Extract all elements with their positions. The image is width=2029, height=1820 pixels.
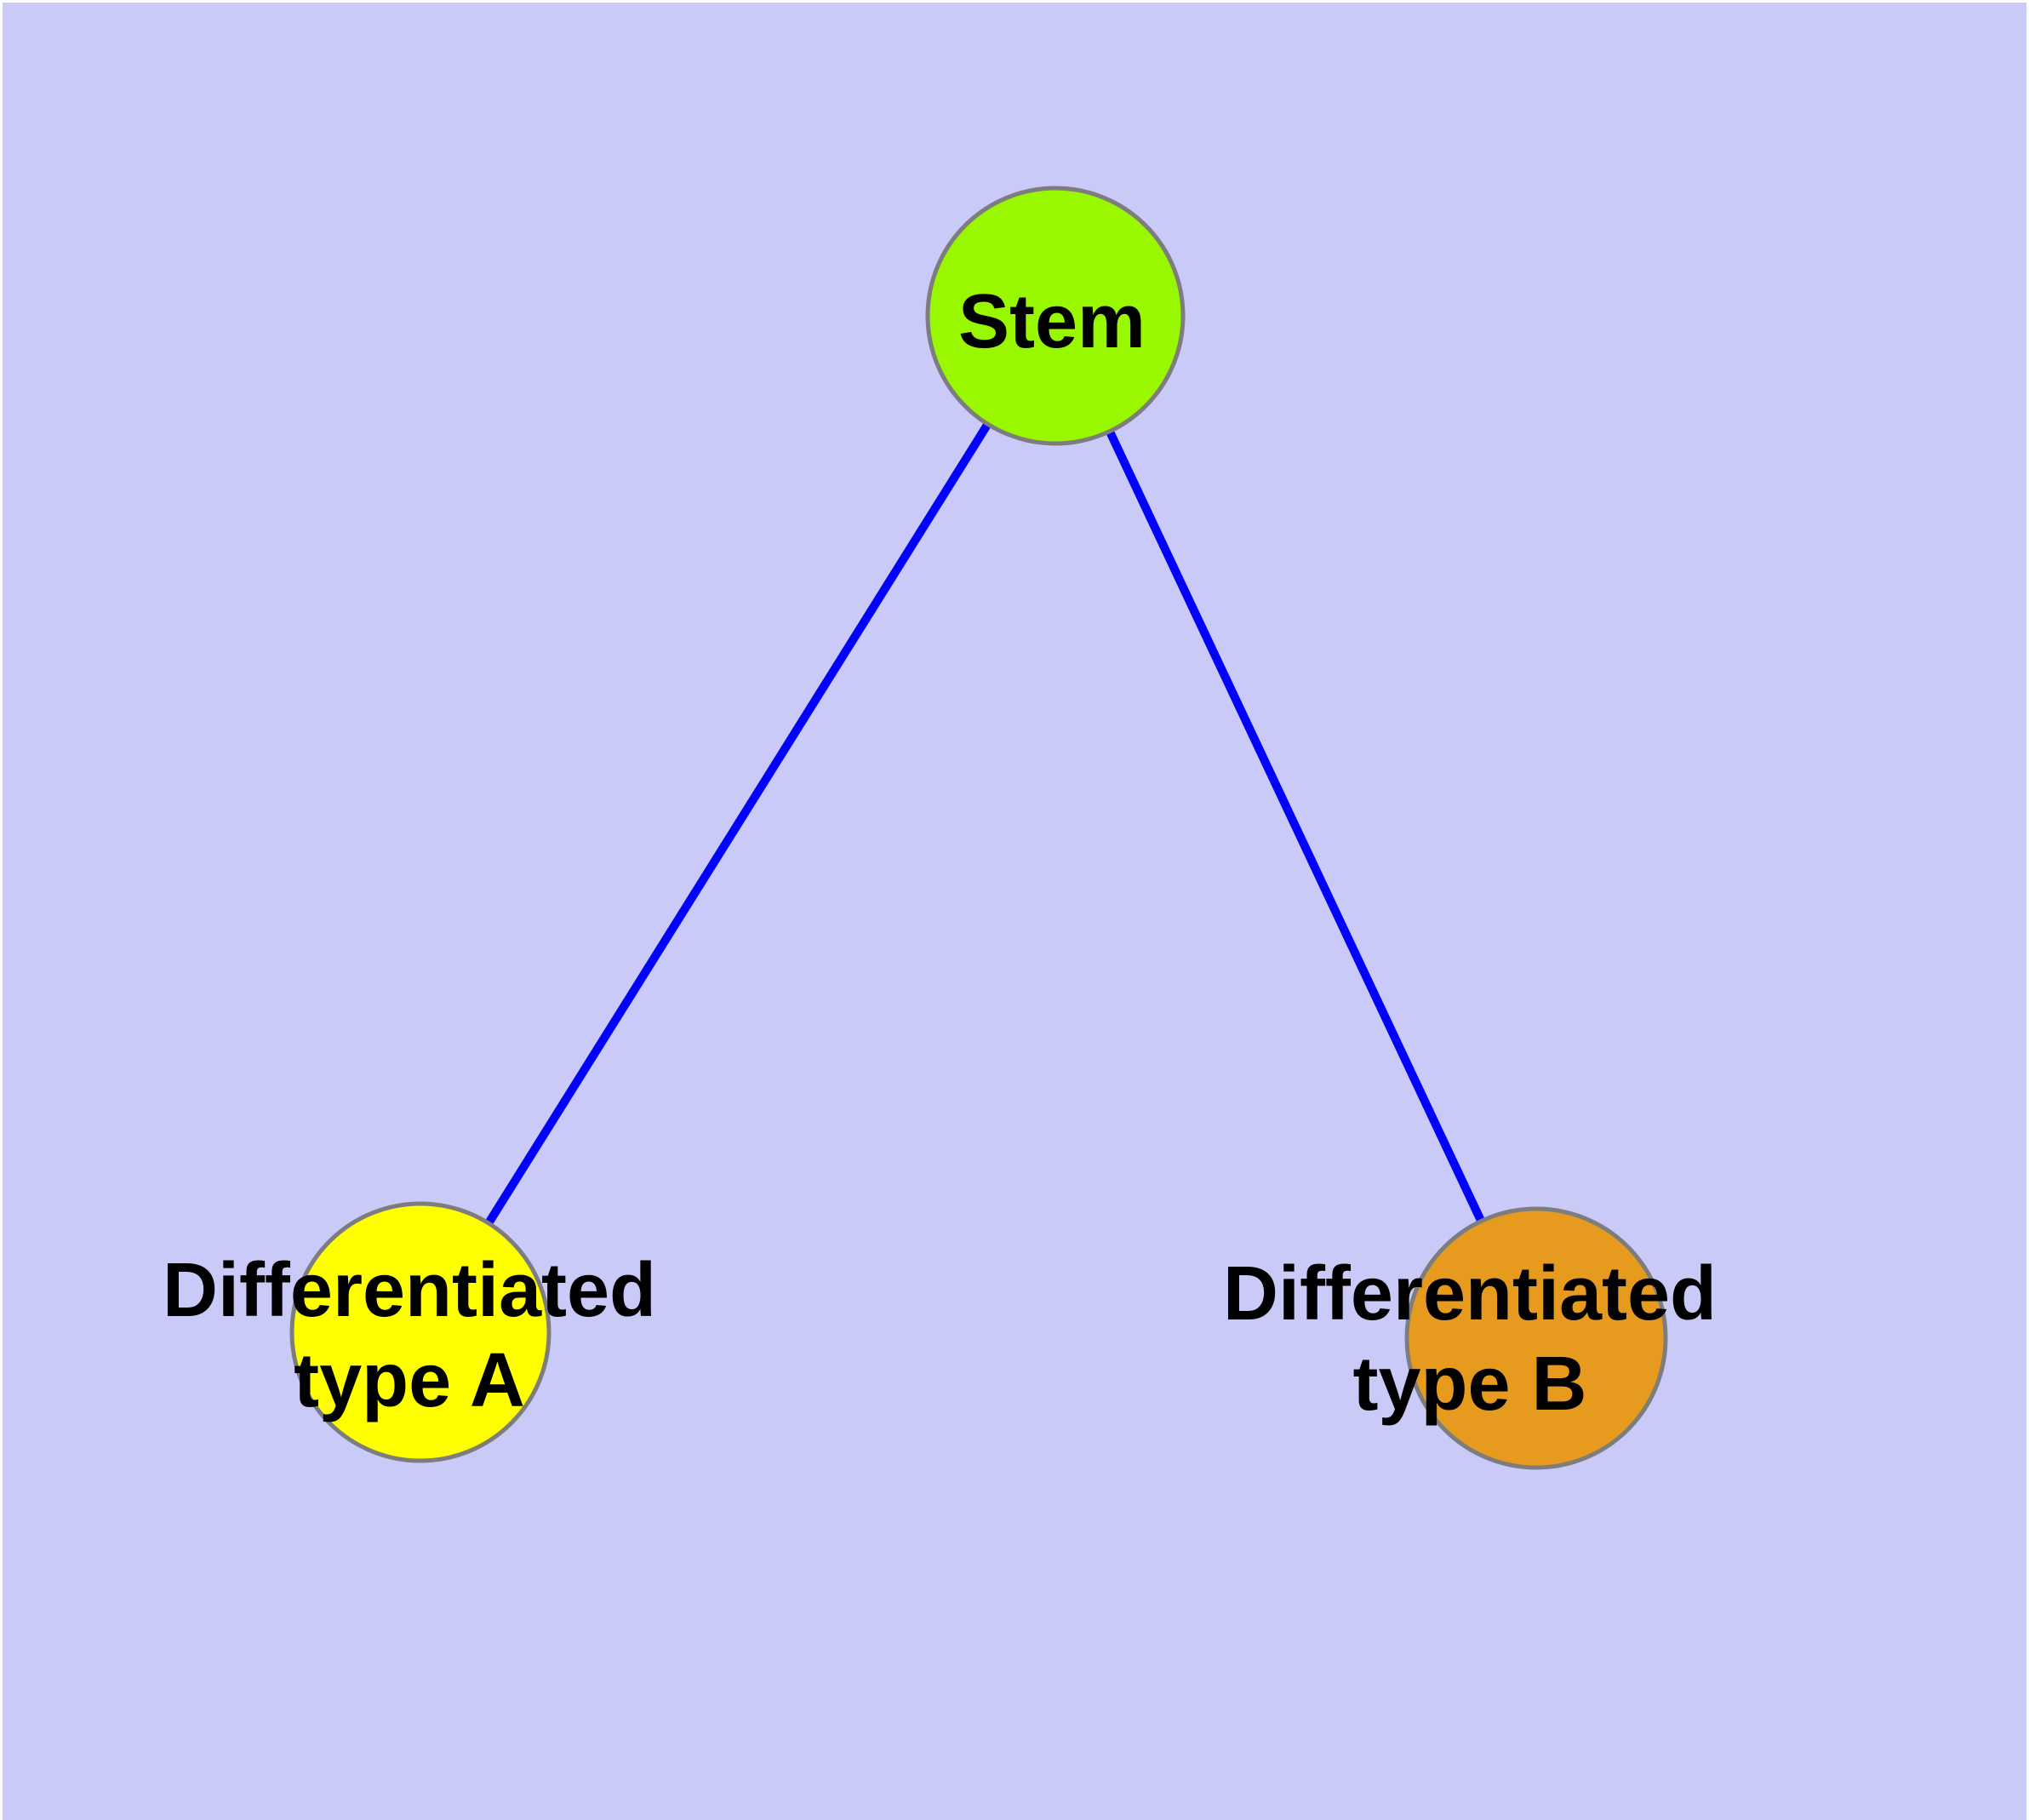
- label-type-b-line1: Differentiated: [1223, 1251, 1717, 1336]
- node-type-b: [1404, 1206, 1668, 1470]
- edge-stem-to-type-a: [416, 313, 1060, 1335]
- node-stem: [925, 186, 1186, 446]
- label-type-a-line1: Differentiated: [163, 1248, 656, 1333]
- label-stem: Stem: [958, 279, 1146, 364]
- node-type-a: [289, 1201, 552, 1463]
- edge-stem-to-type-b: [1051, 313, 1540, 1341]
- label-type-a-line2: type A: [294, 1338, 525, 1423]
- label-type-b-line2: type B: [1352, 1342, 1586, 1427]
